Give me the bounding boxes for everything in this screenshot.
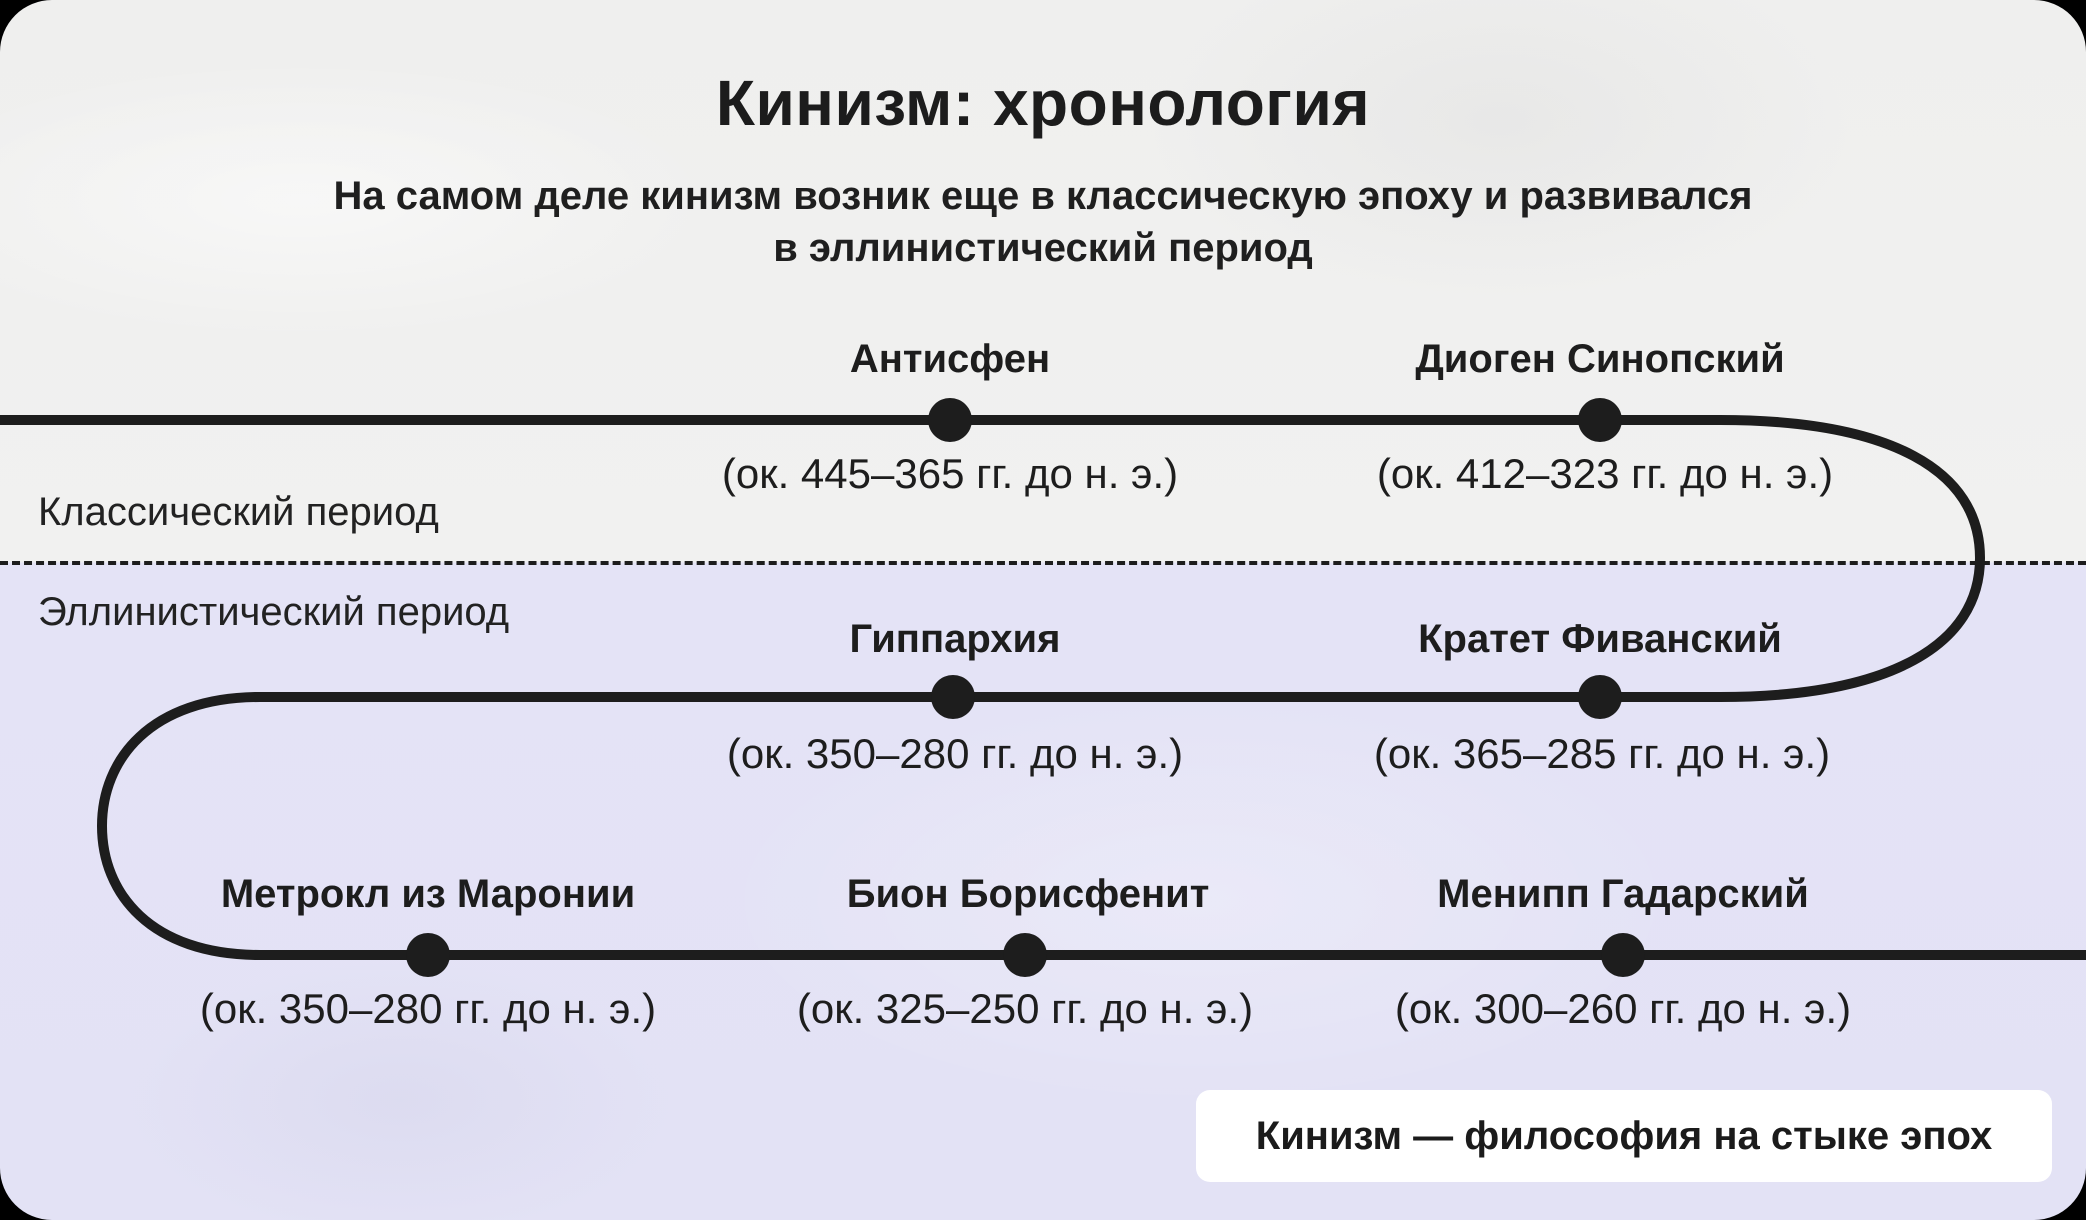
event-dates-hipparchia: (ок. 350–280 гг. до н. э.) xyxy=(726,730,1184,777)
event-dot-crates xyxy=(1578,675,1622,719)
subtitle-line-2: в эллинистический период xyxy=(773,226,1313,270)
event-name-menippus: Менипп Гадарский xyxy=(1437,872,1809,916)
event-name-bion: Бион Борисфенит xyxy=(846,872,1210,916)
event-name-crates: Кратет Фиванский xyxy=(1418,617,1782,661)
event-dates-bion: (ок. 325–250 гг. до н. э.) xyxy=(796,985,1254,1032)
page-subtitle: На самом деле кинизм возник еще в класси… xyxy=(0,170,2086,274)
event-dot-antisthenes xyxy=(928,398,972,442)
event-dot-metrocles xyxy=(406,933,450,977)
event-name-metrocles: Метрокл из Маронии xyxy=(220,872,636,916)
period-divider xyxy=(0,561,2086,565)
event-name-hipparchia: Гиппархия xyxy=(849,617,1061,661)
subtitle-line-1: На самом деле кинизм возник еще в класси… xyxy=(333,174,1753,218)
event-name-diogenes: Диоген Синопский xyxy=(1415,337,1785,381)
event-dates-antisthenes: (ок. 445–365 гг. до н. э.) xyxy=(721,450,1179,497)
timeline-path xyxy=(0,415,2086,960)
page-title: Кинизм: хронология xyxy=(715,67,1371,139)
event-dot-bion xyxy=(1003,933,1047,977)
event-dates-crates: (ок. 365–285 гг. до н. э.) xyxy=(1373,730,1831,777)
event-dot-hipparchia xyxy=(931,675,975,719)
event-dates-menippus: (ок. 300–260 гг. до н. э.) xyxy=(1394,985,1852,1032)
event-dates-diogenes: (ок. 412–323 гг. до н. э.) xyxy=(1376,450,1834,497)
period-label-classical: Классический период xyxy=(38,490,439,534)
event-dot-diogenes xyxy=(1578,398,1622,442)
summary-badge: Кинизм — философия на стыке эпох xyxy=(1196,1090,2052,1182)
period-label-hellenistic: Эллинистический период xyxy=(38,590,510,634)
event-dot-menippus xyxy=(1601,933,1645,977)
event-dates-metrocles: (ок. 350–280 гг. до н. э.) xyxy=(199,985,657,1032)
event-name-antisthenes: Антисфен xyxy=(849,337,1051,381)
